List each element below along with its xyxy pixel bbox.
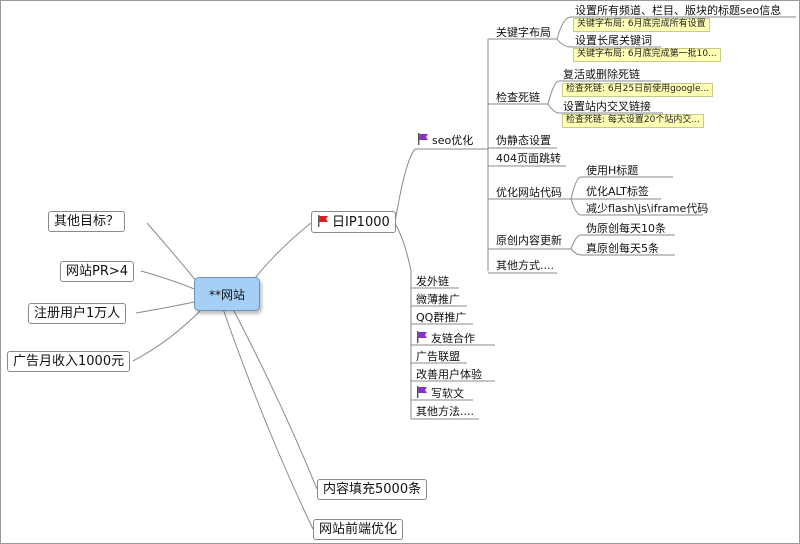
goal-other-label: 其他目标？ [54,214,120,229]
goal-users-label: 注册用户1万人 [34,306,121,321]
dl-fix-node[interactable]: 复活或删除死链 [563,69,640,80]
dead-links-label: 检查死链 [496,91,540,104]
goal-ad-income-label: 广告月收入1000元 [13,354,125,369]
kw-long-tail-note: 关键字布局: 6月底完成第一批10... [573,48,721,62]
content-label: 内容填充5000条 [323,482,422,497]
content-node[interactable]: 内容填充5000条 [317,479,428,500]
kw-set-titles-note: 关键字布局: 6月底完成所有设置 [573,18,710,32]
other-way-node[interactable]: 其他方式.... [496,260,554,271]
code-h-label: 使用H标题 [586,164,639,177]
ip-item-external-links[interactable]: 发外链 [416,276,449,287]
dead-links-node[interactable]: 检查死链 [496,92,540,103]
ip-item-friend-links[interactable]: 友链合作 [416,331,475,344]
ip-item-label: 微薄推广 [416,293,460,306]
original-node[interactable]: 原创内容更新 [496,235,562,246]
dl-cross-label: 设置站内交叉链接 [563,100,651,113]
root-label: **网站 [208,287,245,302]
root-node[interactable]: **网站 [194,277,260,311]
ip-label: 日IP1000 [332,215,390,230]
link-root-ip [250,222,312,284]
ip-item-label: 发外链 [416,275,449,288]
ip-item-label: QQ群推广 [416,311,467,324]
seo-label: seo优化 [432,134,474,147]
purple-flag-icon [417,331,427,343]
dl-fix-note-text: 检查死链: 6月25日前使用google... [566,84,710,94]
link-ip-list [394,222,412,419]
ip-item-other[interactable]: 其他方法.... [416,406,474,417]
ip-item-weibo[interactable]: 微薄推广 [416,294,460,305]
other-way-label: 其他方式.... [496,259,554,272]
orig-real-label: 真原创每天5条 [586,242,659,255]
ip-item-label: 改善用户体验 [416,368,482,381]
link-root-goal-4 [132,306,205,362]
frontend-node[interactable]: 网站前端优化 [313,519,404,540]
goal-users[interactable]: 注册用户1万人 [28,303,127,324]
ip-item-qq[interactable]: QQ群推广 [416,312,466,323]
kw-long-tail-node[interactable]: 设置长尾关键词 [575,35,652,46]
orig-pseudo-label: 伪原创每天10条 [586,222,666,235]
code-alt-label: 优化ALT标签 [586,185,649,198]
redirect404-node[interactable]: 404页面跳转 [496,153,561,164]
keyword-layout-node[interactable]: 关键字布局 [496,27,551,38]
purple-flag-icon [417,386,427,398]
goal-other[interactable]: 其他目标？ [48,211,126,232]
goal-ad-income[interactable]: 广告月收入1000元 [7,351,131,372]
link-root-goal-3 [135,300,200,314]
dl-cross-note-text: 检查死链: 每天设置20个站内交... [566,115,700,125]
original-label: 原创内容更新 [496,234,562,247]
code-flash-label: 减少flash\js\iframe代码 [586,202,709,215]
kw-set-titles-note-text: 关键字布局: 6月底完成所有设置 [577,19,706,29]
link-root-content [232,308,318,490]
seo-node[interactable]: seo优化 [417,133,473,146]
code-alt-node[interactable]: 优化ALT标签 [586,186,649,197]
orig-real-node[interactable]: 真原创每天5条 [586,243,659,254]
link-ip-seo [394,148,488,224]
kw-long-tail-label: 设置长尾关键词 [575,34,652,47]
ip-item-label: 友链合作 [431,332,475,345]
static-label: 伪静态设置 [496,134,551,147]
code-opt-node[interactable]: 优化网站代码 [496,187,562,198]
ip-item-ad-alliance[interactable]: 广告联盟 [416,351,460,362]
red-flag-icon [318,215,328,227]
orig-pseudo-node[interactable]: 伪原创每天10条 [586,223,666,234]
dl-fix-label: 复活或删除死链 [563,68,640,81]
kw-set-titles-node[interactable]: 设置所有频道、栏目、版块的标题seo信息 [575,5,781,16]
goal-pr[interactable]: 网站PR>4 [60,261,135,282]
goal-pr-label: 网站PR>4 [66,264,129,279]
ip-item-label: 写软文 [431,387,464,400]
code-opt-label: 优化网站代码 [496,186,562,199]
code-h-node[interactable]: 使用H标题 [586,165,638,176]
dl-fix-note: 检查死链: 6月25日前使用google... [562,83,714,97]
kw-set-titles-label: 设置所有频道、栏目、版块的标题seo信息 [575,4,782,17]
dl-cross-note: 检查死链: 每天设置20个站内交... [562,114,704,128]
kw-long-tail-note-text: 关键字布局: 6月底完成第一批10... [577,49,717,59]
ip-item-ux[interactable]: 改善用户体验 [416,369,482,380]
keyword-layout-label: 关键字布局 [496,26,551,39]
link-root-frontend [222,308,314,530]
frontend-label: 网站前端优化 [319,522,398,537]
ip-item-soft-article[interactable]: 写软文 [416,386,464,399]
dl-cross-node[interactable]: 设置站内交叉链接 [563,101,651,112]
purple-flag-icon [418,133,428,145]
code-flash-node[interactable]: 减少flash\js\iframe代码 [586,203,708,214]
ip-item-label: 广告联盟 [416,350,460,363]
ip-item-label: 其他方法.... [416,405,474,418]
redirect404-label: 404页面跳转 [496,152,561,165]
ip-node[interactable]: 日IP1000 [311,211,396,233]
static-node[interactable]: 伪静态设置 [496,135,551,146]
link-root-goal-1 [146,222,202,288]
